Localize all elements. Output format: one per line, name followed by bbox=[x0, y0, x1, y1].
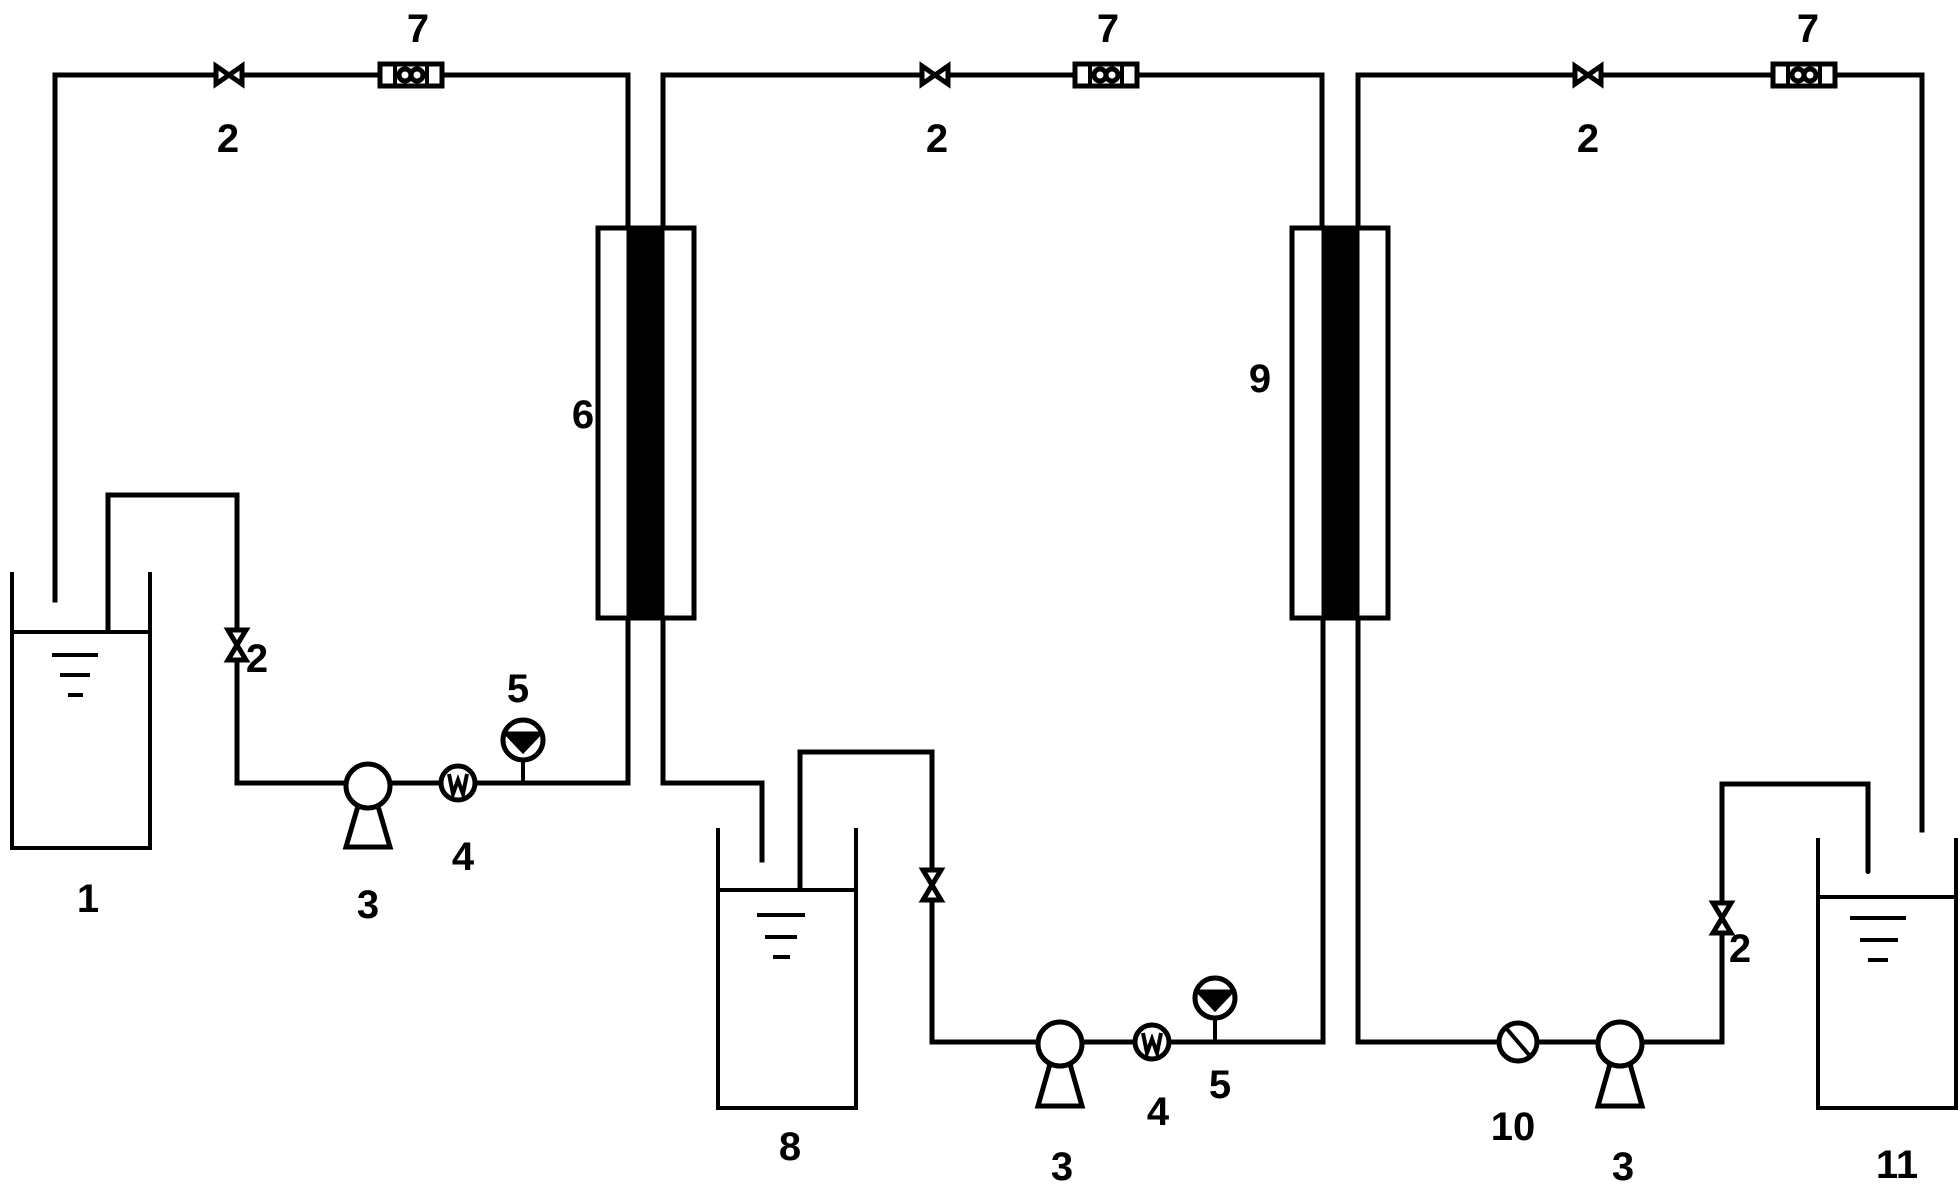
pipe-c-drain bbox=[1355, 615, 1871, 1045]
flow-arrows bbox=[53, 173, 1870, 874]
label-valve-top-a: 2 bbox=[217, 117, 239, 161]
label-flowmeter-a: 7 bbox=[407, 7, 429, 51]
flowmeter-c bbox=[1770, 61, 1838, 89]
label-flowmeter-c: 7 bbox=[1797, 7, 1819, 51]
pipe-b-feed bbox=[797, 615, 1326, 1045]
gauge-b bbox=[1192, 975, 1238, 1042]
valve-top-b bbox=[919, 61, 951, 89]
tank-8 bbox=[716, 828, 858, 1110]
label-tank-11: 11 bbox=[1876, 1143, 1918, 1187]
label-heater-a: 4 bbox=[452, 835, 475, 879]
valve-side-c bbox=[1708, 900, 1736, 936]
pipelines bbox=[52, 72, 1925, 1045]
labels: 1 8 11 6 9 2 2 2 2 2 3 3 3 4 4 5 5 7 7 7… bbox=[77, 7, 1918, 1189]
flowmeter-b bbox=[1072, 61, 1140, 89]
label-valve-top-c: 2 bbox=[1577, 117, 1599, 161]
tank-1 bbox=[10, 572, 152, 850]
label-valve-side-a: 2 bbox=[246, 637, 268, 681]
filter-10 bbox=[1496, 1020, 1540, 1064]
label-flowmeter-b: 7 bbox=[1097, 7, 1119, 51]
pump-c bbox=[1594, 1019, 1646, 1109]
heater-b bbox=[1132, 1022, 1172, 1062]
label-gauge-a: 5 bbox=[507, 667, 529, 711]
gauge-a bbox=[500, 717, 546, 783]
membrane-cell-6 bbox=[595, 225, 697, 621]
label-valve-side-c: 2 bbox=[1729, 927, 1751, 971]
pipe-c-top-return bbox=[1355, 72, 1925, 833]
label-pump-b: 3 bbox=[1051, 1145, 1073, 1189]
pipe-b-drain bbox=[660, 615, 765, 863]
pump-a bbox=[342, 761, 394, 850]
valve-top-c bbox=[1572, 61, 1604, 89]
label-tank-1: 1 bbox=[77, 877, 99, 921]
valve-side-a bbox=[223, 627, 251, 663]
label-tank-8: 8 bbox=[779, 1125, 801, 1169]
pipe-a-feed bbox=[105, 492, 631, 786]
label-filter-10: 10 bbox=[1491, 1105, 1536, 1149]
flowmeter-a bbox=[377, 61, 445, 89]
heater-a bbox=[438, 763, 478, 803]
label-pump-c: 3 bbox=[1612, 1145, 1634, 1189]
label-heater-b: 4 bbox=[1147, 1090, 1170, 1134]
pipe-b-top-return bbox=[660, 72, 1325, 231]
label-cell-6: 6 bbox=[572, 393, 594, 437]
label-valve-top-b: 2 bbox=[926, 117, 948, 161]
label-pump-a: 3 bbox=[357, 883, 379, 927]
valve-top-a bbox=[213, 61, 245, 89]
label-gauge-b: 5 bbox=[1209, 1063, 1231, 1107]
tank-11 bbox=[1816, 838, 1958, 1110]
membrane-cell-9 bbox=[1289, 225, 1391, 621]
valve-side-b bbox=[918, 867, 946, 903]
pump-b bbox=[1034, 1019, 1086, 1109]
pipe-a-top-return bbox=[52, 72, 631, 603]
label-cell-9: 9 bbox=[1249, 357, 1271, 401]
